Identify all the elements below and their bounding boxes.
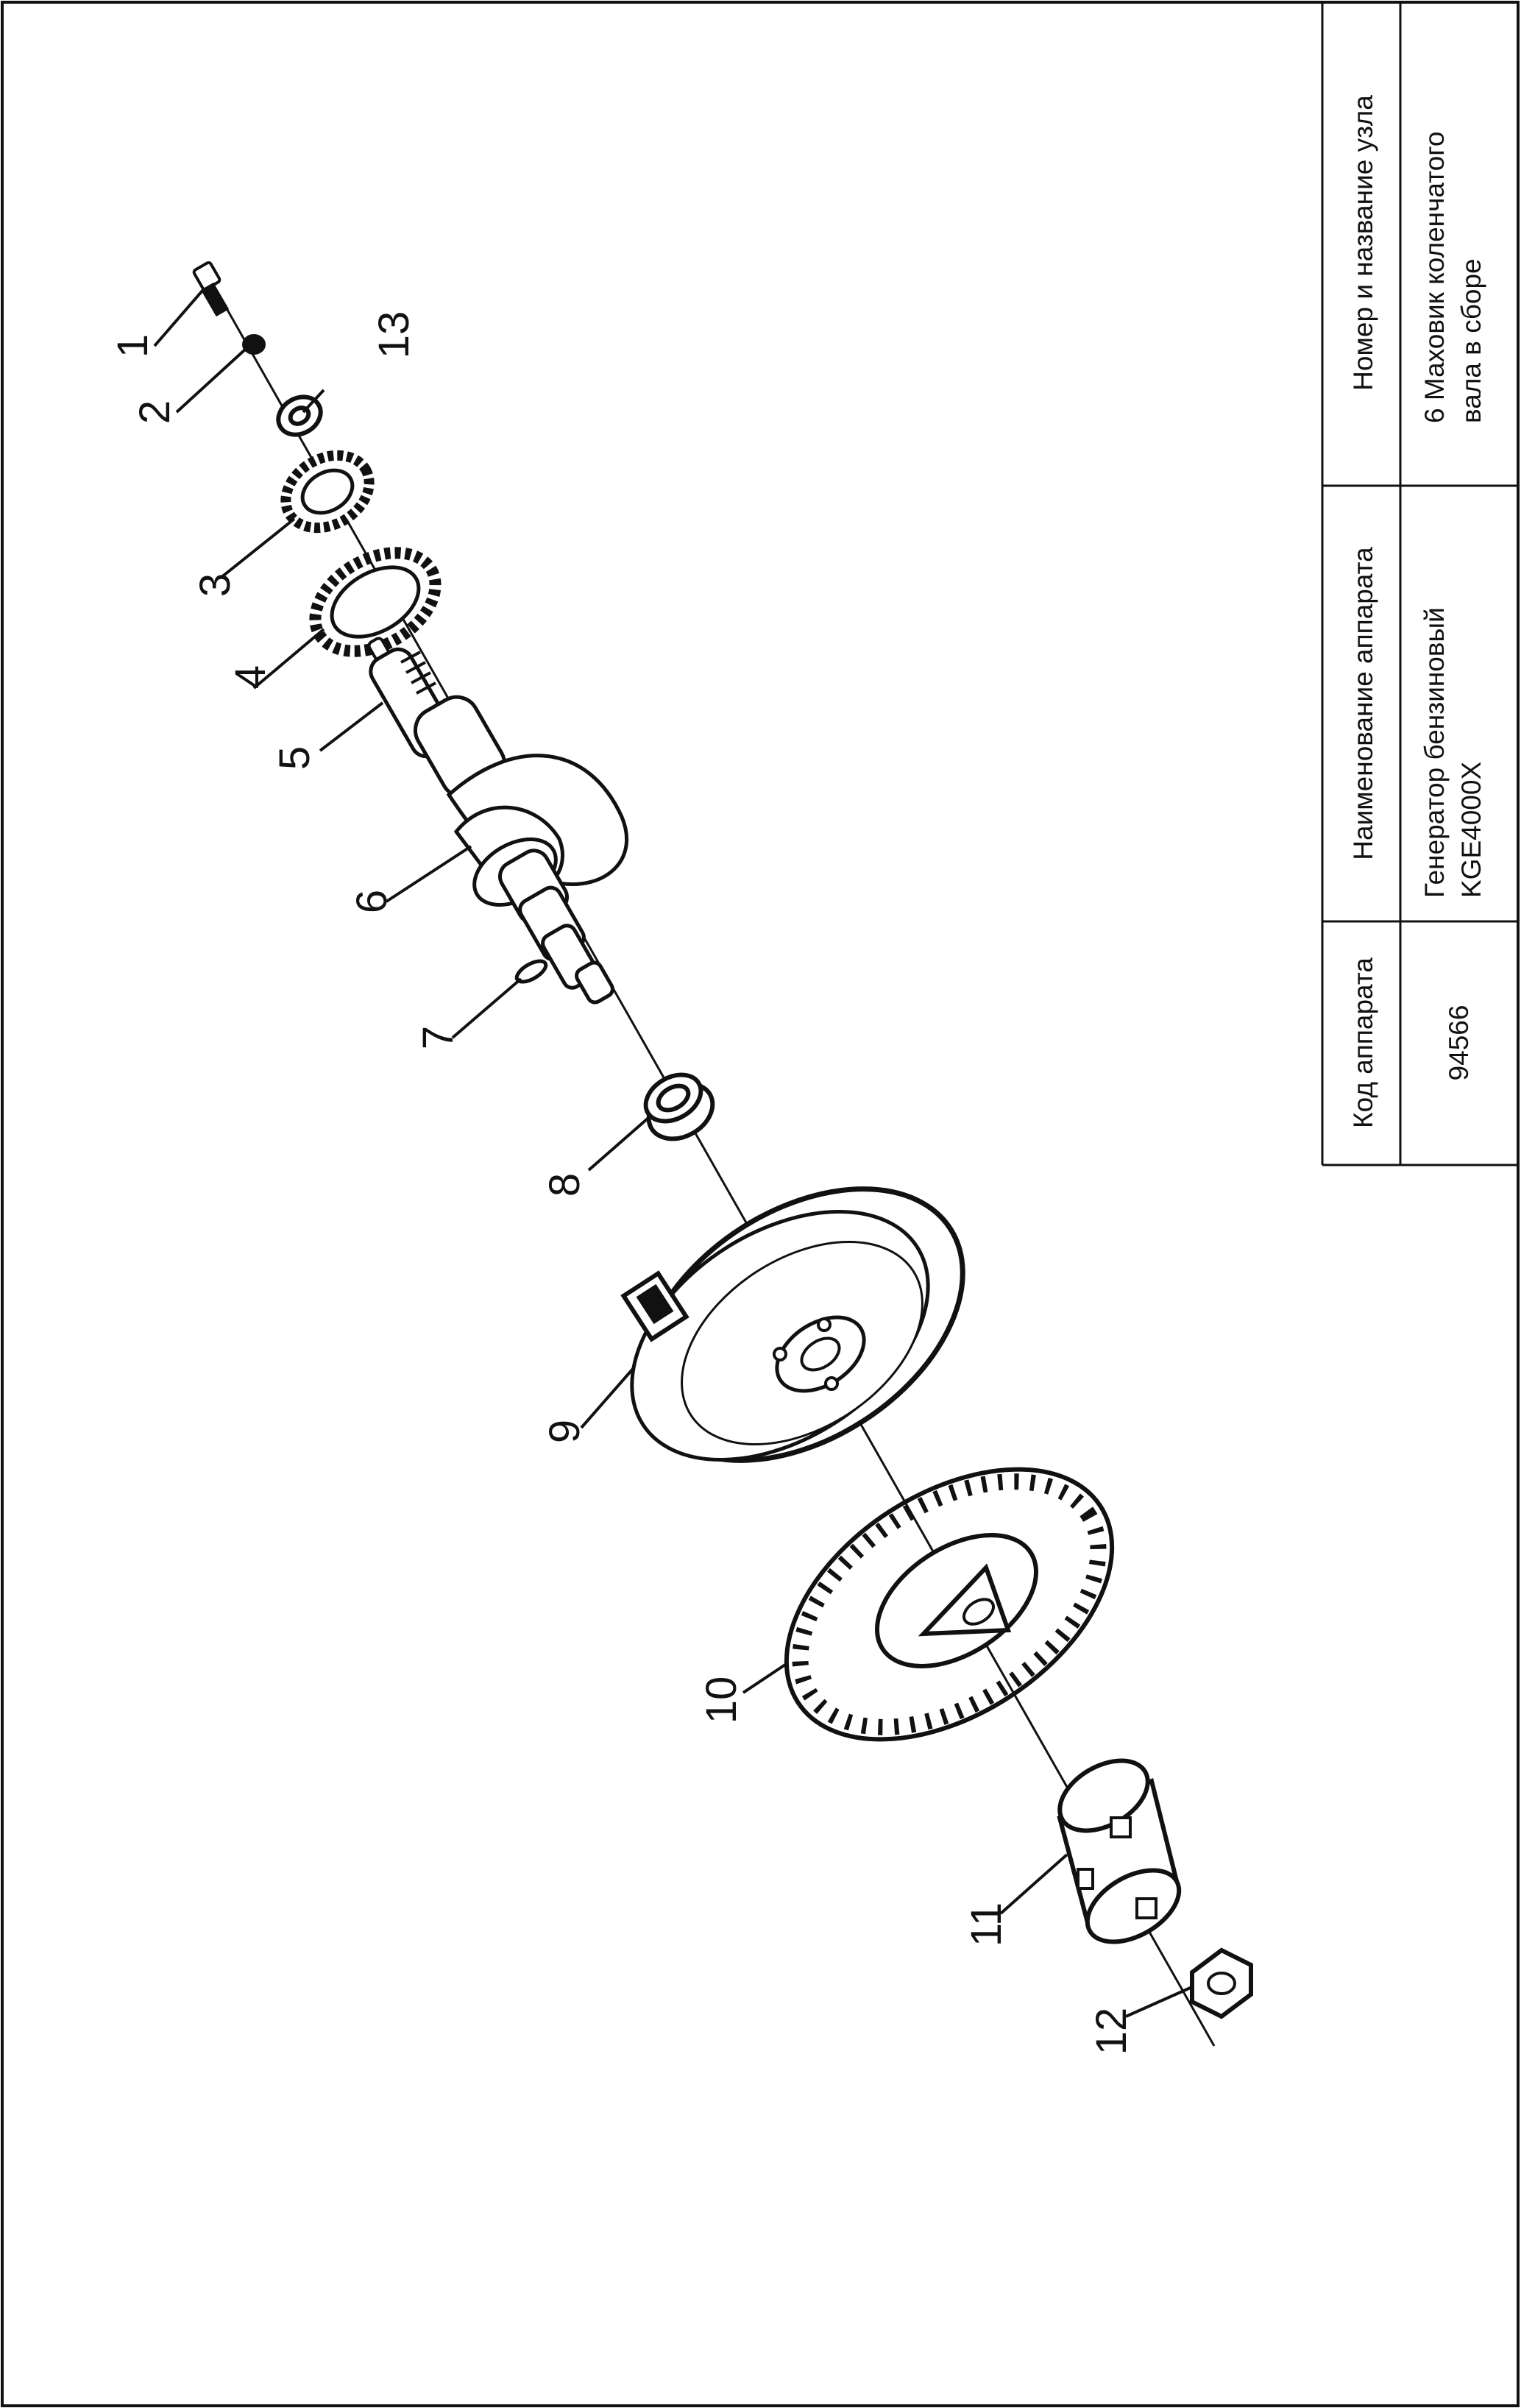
washer-icon	[276, 394, 323, 437]
unit-value-line1: 6 Маховик коленчатого	[1419, 131, 1450, 423]
fan-icon	[784, 1467, 1115, 1742]
title-block-text: Код аппарата 94566 Наименование аппарата…	[1348, 95, 1486, 1128]
callout-8: 8	[541, 1173, 589, 1197]
code-header: Код аппарата	[1348, 957, 1378, 1128]
callout-leaders	[153, 289, 1193, 2018]
flywheel-icon	[620, 1186, 965, 1463]
callout-7: 7	[414, 1026, 462, 1049]
bolt-icon	[192, 261, 230, 317]
assembly-axis	[205, 272, 1216, 2047]
callout-13: 13	[370, 311, 418, 359]
unit-header: Номер и название узла	[1348, 95, 1378, 391]
key-icon	[514, 959, 548, 984]
name-value-line1: Генератор бензиновый	[1419, 607, 1450, 898]
nut-icon	[1190, 1947, 1253, 2019]
callout-9: 9	[541, 1420, 589, 1443]
callout-3: 3	[191, 573, 239, 597]
unit-value-line2: вала в сборе	[1456, 258, 1486, 423]
callout-11: 11	[962, 1902, 1010, 1947]
bearing-icon	[643, 1072, 715, 1141]
gear-icon	[280, 450, 375, 534]
callout-1: 1	[109, 334, 157, 358]
callout-6: 6	[348, 890, 396, 913]
cup-icon	[1057, 1758, 1182, 1944]
callout-12: 12	[1088, 2008, 1135, 2055]
title-block	[1321, 2, 1518, 1166]
crankshaft-icon	[369, 647, 628, 1005]
callout-10: 10	[698, 1676, 745, 1724]
callout-2: 2	[131, 400, 179, 424]
callout-4: 4	[227, 665, 274, 689]
callout-labels: 1 2 13 3 4 5 6 7 8 9 10 11 12	[109, 311, 1135, 2055]
name-value-line2: KGE4000X	[1456, 762, 1486, 898]
code-value: 94566	[1444, 1005, 1474, 1081]
callout-5: 5	[271, 746, 319, 770]
name-header: Наименование аппарата	[1348, 547, 1378, 860]
washer-icon	[242, 334, 266, 355]
